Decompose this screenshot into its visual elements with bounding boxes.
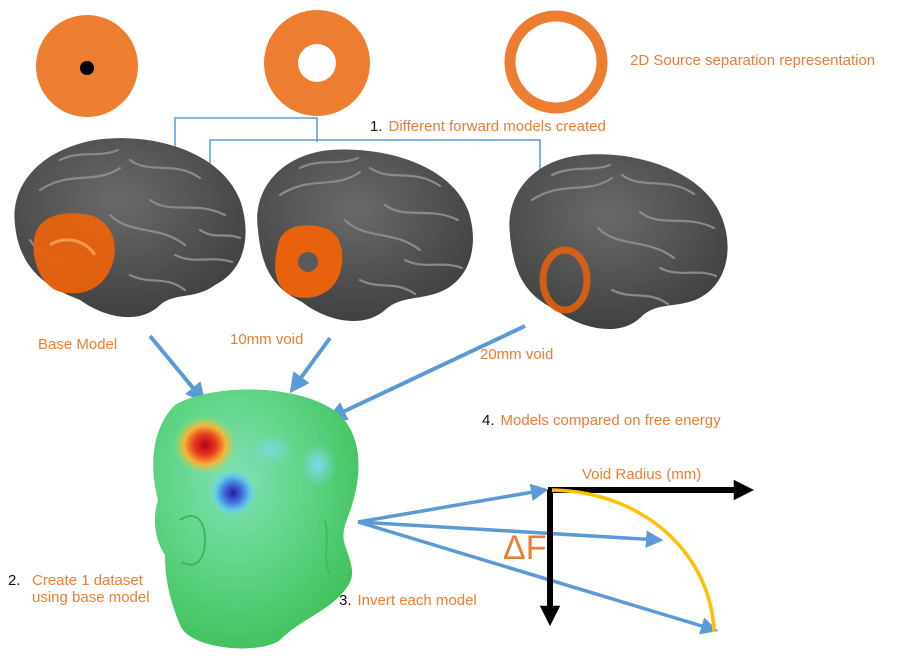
step-4-label: 4. Models compared on free energy: [482, 412, 721, 429]
step-4-number: 4.: [482, 412, 495, 429]
step-2-text: Create 1 dataset using base model: [32, 572, 172, 607]
step-4-text: Models compared on free energy: [501, 412, 721, 429]
label-base-model: Base Model: [38, 336, 117, 353]
free-energy-curve: [552, 490, 714, 632]
x-axis-label-void-radius: Void Radius (mm): [582, 466, 701, 483]
source-disc-base: [36, 15, 138, 117]
source-disc-20mm: [510, 16, 602, 108]
arrow-base-to-head: [150, 336, 203, 400]
label-2d-source-separation: 2D Source separation representation: [630, 52, 875, 69]
step-2-label: 2. Create 1 dataset using base model: [8, 572, 183, 607]
delta-f-label: ΔF: [503, 531, 546, 565]
step-3-number: 3.: [339, 592, 352, 609]
arrow-head-to-graph-1: [358, 490, 545, 522]
label-10mm-void: 10mm void: [230, 331, 303, 348]
step-1-label: 1. Different forward models created: [370, 118, 606, 135]
step-1-number: 1.: [370, 118, 383, 135]
head-model: [153, 389, 358, 648]
arrow-20mm-to-head: [330, 326, 525, 418]
bracket-base-to-10mm: [175, 118, 317, 155]
source-disc-10mm: [264, 10, 370, 116]
step-2-number: 2.: [8, 572, 21, 589]
step-3-label: 3. Invert each model: [339, 592, 477, 609]
step-3-text: Invert each model: [358, 592, 477, 609]
brain-20mm-void: [509, 154, 727, 329]
brain-10mm-void: [257, 149, 473, 321]
brain-base-model: [14, 138, 245, 317]
label-20mm-void: 20mm void: [480, 346, 553, 363]
step-1-text: Different forward models created: [389, 118, 606, 135]
